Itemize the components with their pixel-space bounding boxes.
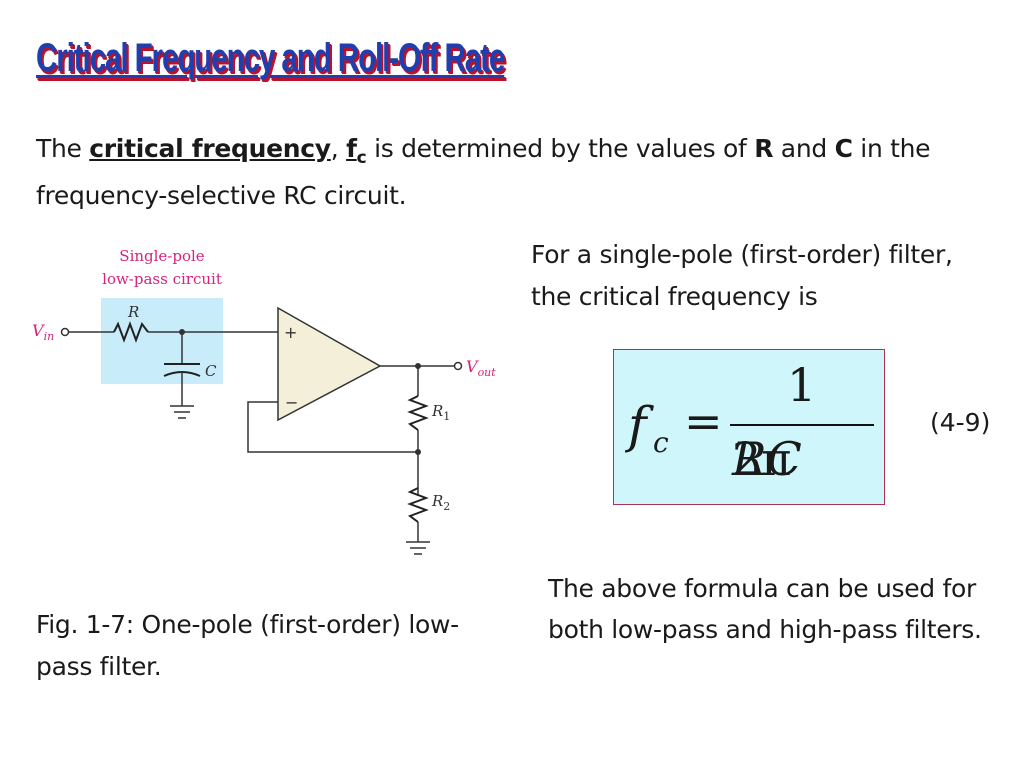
r1-label: R1	[431, 402, 450, 423]
ground-symbol-2	[406, 541, 430, 555]
fc-subscript: c	[356, 148, 367, 168]
r-term: R	[754, 134, 774, 163]
intro-paragraph: The critical frequency, fc is determined…	[36, 130, 1006, 215]
resistor-r1	[407, 395, 429, 431]
figure-caption: Fig. 1-7: One-pole (first-order) low-pas…	[36, 610, 459, 681]
resistor-r	[113, 321, 149, 343]
box-label-2: low-pass circuit	[102, 270, 222, 288]
r2-label: R2	[431, 492, 450, 513]
vout-terminal	[453, 361, 463, 371]
fc-symbol: f	[346, 134, 357, 163]
formula-f: f	[628, 396, 647, 454]
c-term: C	[834, 134, 853, 163]
denominator-rc: RC	[732, 432, 802, 486]
vin-terminal	[60, 327, 70, 337]
fc-term: fc	[346, 134, 367, 168]
vin-label: Vin	[32, 321, 54, 343]
denominator-two-pi: 2π	[732, 432, 792, 486]
single-pole-box	[101, 298, 223, 384]
intro-text: in the frequency-selective RC circuit.	[36, 134, 931, 210]
plus-input: +	[284, 323, 297, 342]
formula-usage-note: The above formula can be used for both l…	[548, 574, 982, 644]
critical-frequency-term: critical frequency	[89, 134, 331, 163]
fraction-bar	[730, 424, 874, 426]
resistor-r2	[407, 487, 429, 523]
formula-numerator: 1	[787, 358, 817, 412]
r-label: R	[127, 303, 139, 321]
c-label: C	[205, 362, 217, 380]
intro-text: The	[36, 134, 90, 163]
intro-text: ,	[330, 134, 347, 163]
minus-input: −	[285, 393, 298, 412]
vout-label: Vout	[466, 357, 496, 379]
intro-text: and	[773, 134, 835, 163]
ground-symbol-1	[170, 405, 194, 419]
intro-text: is determined by the values of	[366, 134, 755, 163]
lowpass-filter-schematic: Single-pole low-pass circuit Vin R C + −…	[32, 247, 496, 555]
formula-subscript-c: c	[653, 426, 669, 459]
equation-number: (4-9)	[930, 408, 991, 437]
single-pole-note: For a single-pole (first-order) filter, …	[531, 240, 953, 311]
op-amp	[277, 306, 382, 422]
box-label-1: Single-pole	[119, 247, 205, 265]
formula-equals: =	[684, 394, 723, 448]
slide-title: Critical Frequency and Roll-Off Rate	[36, 36, 505, 80]
